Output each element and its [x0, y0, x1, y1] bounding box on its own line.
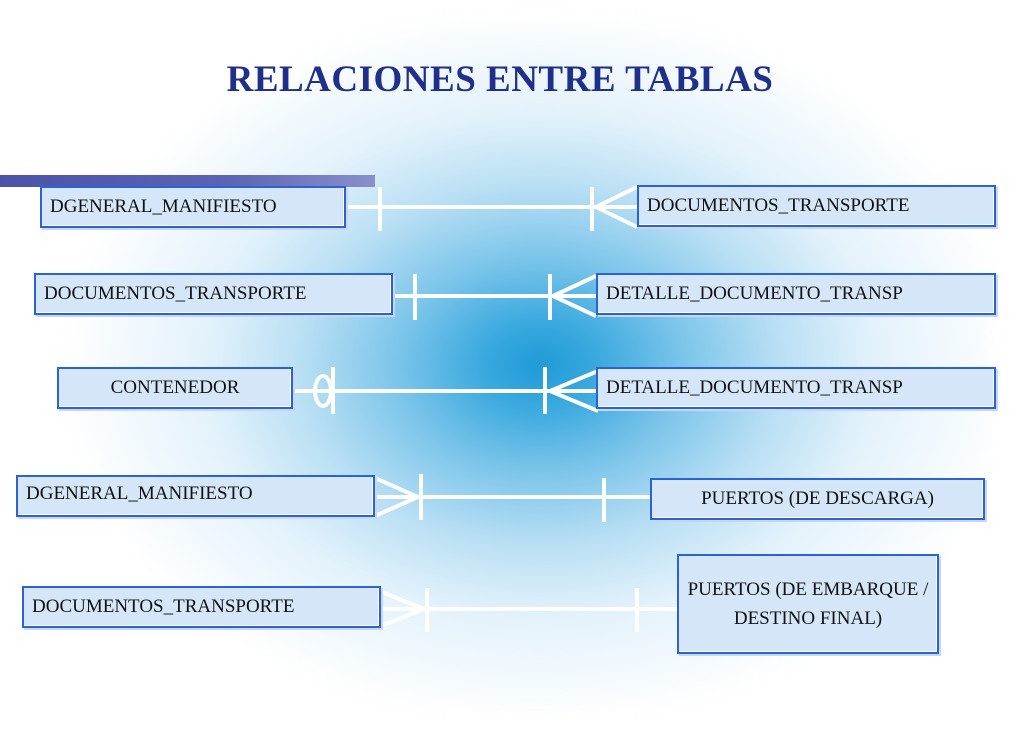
entity-label: DETALLE_DOCUMENTO_TRANSP	[606, 377, 903, 398]
entity-label: DOCUMENTOS_TRANSPORTE	[44, 283, 307, 304]
connector-row-3	[293, 367, 599, 414]
entity-label: DOCUMENTOS_TRANSPORTE	[32, 596, 295, 617]
crow-foot-right	[544, 369, 599, 413]
entity-contenedor: CONTENEDOR	[57, 367, 293, 409]
crow-foot-left	[380, 590, 430, 628]
slide-title: RELACIONES ENTRE TABLAS	[226, 59, 774, 100]
entity-documentos-transporte: DOCUMENTOS_TRANSPORTE	[637, 185, 996, 227]
entity-detalle-documento-transp: DETALLE_DOCUMENTO_TRANSP	[596, 367, 996, 409]
connector-row-1	[345, 185, 638, 231]
crow-foot-right	[548, 274, 597, 318]
entity-label: DETALLE_DOCUMENTO_TRANSP	[606, 283, 903, 304]
connector-row-5	[380, 588, 677, 632]
accent-bar	[0, 175, 375, 187]
entity-documentos-transporte: DOCUMENTOS_TRANSPORTE	[34, 273, 393, 315]
entity-label: DOCUMENTOS_TRANSPORTE	[647, 195, 910, 216]
entity-detalle-documento-transp: DETALLE_DOCUMENTO_TRANSP	[596, 273, 996, 315]
entity-dgeneral-manifiesto: DGENERAL_MANIFIESTO	[16, 475, 375, 517]
entity-documentos-transporte: DOCUMENTOS_TRANSPORTE	[22, 586, 381, 628]
entity-label: PUERTOS (DE EMBARQUE / DESTINO FINAL)	[687, 579, 929, 629]
connector-row-2	[393, 274, 597, 320]
crow-foot-right	[591, 185, 638, 229]
entity-label: DGENERAL_MANIFIESTO	[26, 483, 253, 504]
entity-puertos-descarga: PUERTOS (DE DESCARGA)	[650, 478, 985, 520]
entity-dgeneral-manifiesto: DGENERAL_MANIFIESTO	[40, 186, 346, 228]
crow-foot-left	[374, 476, 423, 518]
entity-puertos-embarque-destino: PUERTOS (DE EMBARQUE / DESTINO FINAL)	[677, 554, 939, 654]
connector-row-4	[374, 474, 650, 522]
entity-label: DGENERAL_MANIFIESTO	[50, 196, 277, 217]
entity-label: PUERTOS (DE DESCARGA)	[701, 488, 934, 509]
entity-label: CONTENEDOR	[110, 377, 240, 398]
